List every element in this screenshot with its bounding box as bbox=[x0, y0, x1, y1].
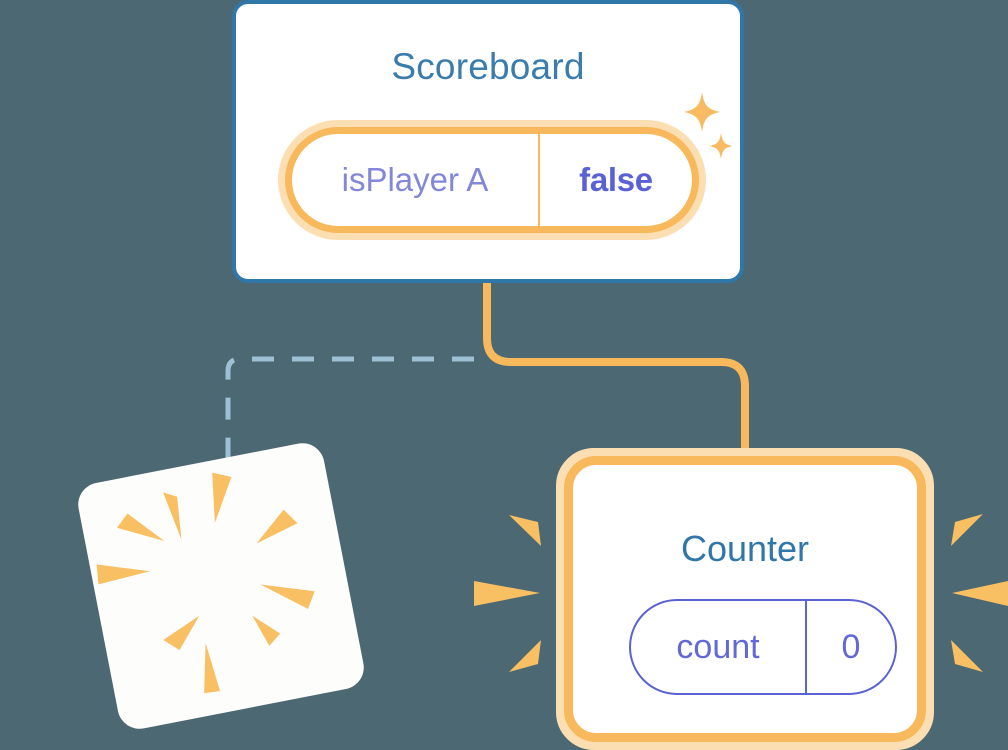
burst-ray-group bbox=[96, 472, 315, 694]
sparkle-group bbox=[684, 92, 733, 159]
scoreboard-pill-key: isPlayer A bbox=[341, 161, 489, 198]
scoreboard-pill-divider bbox=[538, 134, 540, 226]
burst-ray bbox=[163, 492, 182, 540]
scoreboard-pill-body[interactable]: isPlayer A false bbox=[285, 127, 699, 233]
counter-state-pill[interactable]: count 0 bbox=[629, 599, 897, 695]
counter-pill-key: count bbox=[676, 627, 760, 666]
counter-title: Counter bbox=[680, 528, 810, 569]
counter-card[interactable]: Counter count 0 bbox=[556, 448, 934, 750]
dashed-connector-path bbox=[225, 356, 474, 472]
burst-ray bbox=[116, 513, 165, 541]
scoreboard-title: Scoreboard bbox=[391, 46, 585, 87]
counter-ray-left-bottom bbox=[509, 640, 541, 672]
counter-card-body[interactable]: Counter count 0 bbox=[564, 456, 926, 742]
counter-ray-left-top bbox=[509, 515, 541, 546]
sparkle-small-icon bbox=[709, 133, 733, 159]
burst-ray bbox=[252, 615, 281, 646]
counter-pill-value: 0 bbox=[841, 627, 861, 666]
burst-ray bbox=[96, 564, 150, 585]
burst-ray bbox=[204, 642, 221, 694]
burst-ray bbox=[260, 584, 315, 609]
burst-ray bbox=[212, 472, 232, 524]
counter-ray-right-bottom bbox=[951, 640, 983, 672]
burst-card[interactable] bbox=[74, 439, 368, 733]
scoreboard-card[interactable]: Scoreboard isPlayer A false bbox=[232, 0, 744, 283]
solid-connector-path bbox=[483, 283, 749, 470]
burst-ray bbox=[163, 615, 200, 651]
counter-ray-right-middle bbox=[952, 581, 1008, 606]
sparkle-large-icon bbox=[684, 92, 720, 132]
burst-ray bbox=[256, 509, 298, 544]
counter-pill-divider bbox=[805, 601, 807, 693]
counter-ray-left-middle bbox=[474, 581, 540, 606]
counter-ray-right-top bbox=[951, 514, 983, 546]
scoreboard-state-pill[interactable]: isPlayer A false bbox=[278, 120, 706, 240]
scoreboard-pill-value: false bbox=[579, 161, 653, 198]
